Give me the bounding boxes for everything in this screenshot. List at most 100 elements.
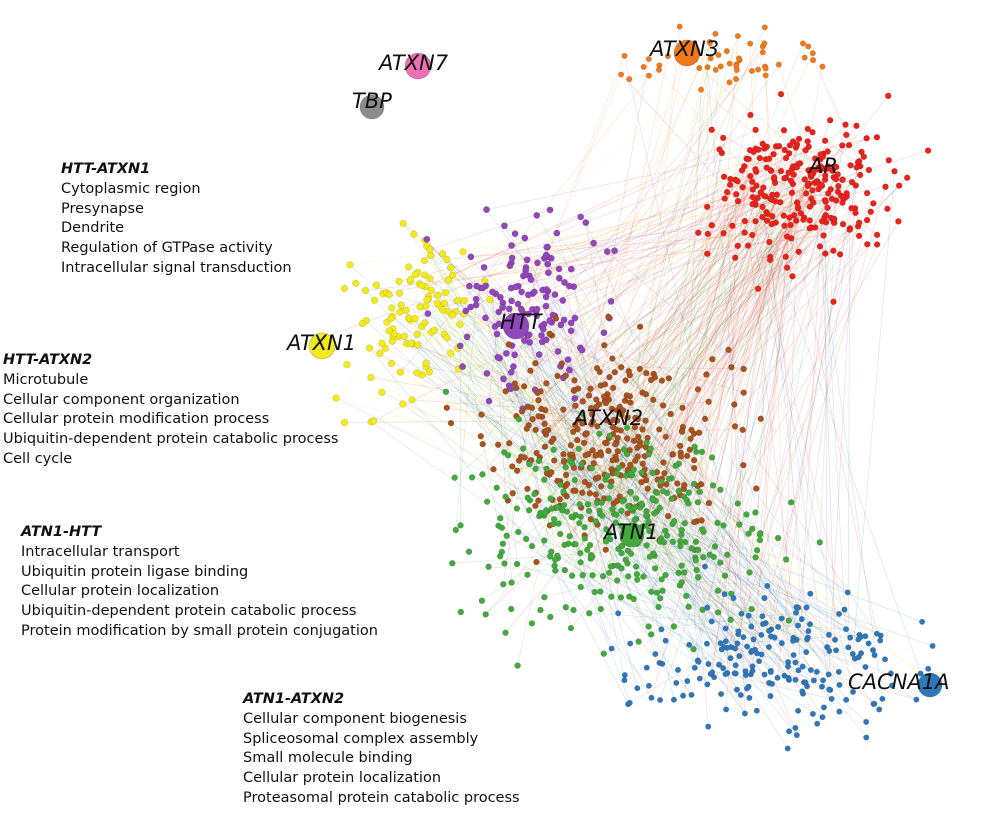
network-node (626, 76, 633, 83)
network-edge (755, 221, 787, 257)
network-node (649, 496, 656, 504)
network-node (587, 404, 595, 412)
network-node (867, 208, 874, 216)
network-node (399, 219, 407, 228)
network-node (688, 691, 695, 698)
network-edge (697, 216, 773, 578)
network-node (541, 594, 548, 601)
network-edge (335, 328, 394, 399)
network-node (734, 33, 741, 40)
network-edge (752, 147, 797, 667)
network-node (685, 500, 692, 507)
network-edge (612, 460, 625, 501)
network-node (574, 436, 581, 444)
network-node (800, 40, 807, 47)
network-node (652, 651, 659, 658)
network-node (439, 250, 447, 258)
network-node (817, 151, 824, 158)
network-node (623, 450, 631, 458)
network-node (726, 79, 733, 86)
network-edge (598, 166, 861, 478)
network-node (712, 66, 719, 73)
network-node (723, 188, 731, 196)
network-edge (439, 294, 529, 306)
network-node (677, 442, 684, 450)
network-node (533, 312, 541, 320)
network-node (528, 404, 536, 411)
network-node (721, 591, 728, 598)
network-node (724, 551, 731, 558)
network-node (500, 222, 508, 230)
network-node (715, 52, 722, 59)
network-edge (665, 197, 758, 437)
network-node (693, 566, 700, 574)
network-node (601, 381, 609, 388)
network-edge (700, 89, 878, 236)
network-node (794, 203, 802, 211)
network-edge (336, 397, 698, 503)
network-node (607, 483, 614, 490)
network-edge (651, 150, 806, 698)
network-node (664, 53, 671, 60)
network-node (513, 505, 521, 512)
network-edge (489, 144, 798, 300)
network-edge (596, 399, 749, 534)
network-node (488, 288, 496, 296)
hub-node-atxn1 (308, 332, 336, 360)
network-edge (723, 212, 856, 526)
network-node (687, 435, 694, 442)
network-edge (402, 223, 662, 580)
network-node (618, 411, 625, 418)
network-node (744, 643, 751, 650)
network-node (579, 489, 586, 496)
network-edge (406, 343, 624, 411)
network-node (819, 63, 826, 70)
network-node (659, 660, 666, 667)
network-node (766, 155, 773, 163)
network-edge (426, 299, 578, 441)
network-node (688, 426, 695, 434)
network-edge (707, 151, 754, 254)
network-edge (391, 363, 719, 591)
network-edge (410, 192, 761, 321)
network-edge (504, 225, 798, 736)
network-edge (768, 185, 857, 631)
network-node (839, 220, 847, 228)
network-node (667, 410, 674, 418)
network-edge (616, 402, 631, 474)
network-node (502, 493, 509, 500)
network-edge (431, 289, 702, 485)
network-node (643, 369, 650, 377)
network-node (618, 364, 625, 371)
annotation-term: Ubiquitin-dependent protein catabolic pr… (3, 431, 339, 448)
network-node (554, 372, 561, 380)
network-edge (585, 222, 798, 736)
network-node (810, 57, 817, 64)
hub-node-tbp (359, 94, 385, 120)
network-edge (695, 557, 734, 599)
network-node (352, 279, 360, 287)
network-edge (428, 167, 767, 300)
network-node (824, 148, 831, 155)
network-node (449, 271, 457, 279)
network-node (842, 121, 849, 128)
network-edge (666, 535, 753, 671)
network-node (524, 485, 531, 493)
network-edge (708, 158, 749, 504)
network-node (688, 545, 695, 552)
annotation-term: Cytoplasmic region (61, 180, 201, 197)
network-edge (419, 43, 751, 308)
network-node (397, 301, 405, 309)
network-edge (370, 174, 861, 423)
network-node (783, 556, 790, 563)
network-node (550, 446, 557, 453)
network-edge (493, 465, 623, 470)
network-node (646, 553, 653, 560)
network-node (618, 507, 625, 514)
network-node (567, 319, 575, 327)
network-node (581, 524, 588, 531)
network-node (571, 394, 579, 402)
network-node (677, 537, 684, 545)
network-node (795, 604, 802, 611)
network-node (586, 541, 594, 549)
